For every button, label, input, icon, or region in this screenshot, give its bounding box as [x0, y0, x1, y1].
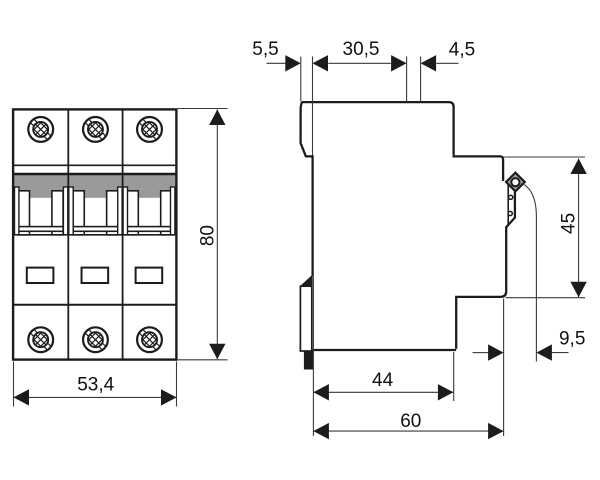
svg-text:60: 60 [400, 411, 421, 432]
svg-text:5,5: 5,5 [252, 39, 278, 60]
svg-text:4,5: 4,5 [449, 40, 475, 61]
svg-text:45: 45 [559, 213, 580, 234]
svg-text:80: 80 [198, 225, 219, 246]
svg-text:44: 44 [372, 370, 394, 391]
svg-text:30,5: 30,5 [343, 39, 380, 60]
svg-text:9,5: 9,5 [559, 329, 585, 350]
svg-text:53,4: 53,4 [77, 374, 114, 395]
